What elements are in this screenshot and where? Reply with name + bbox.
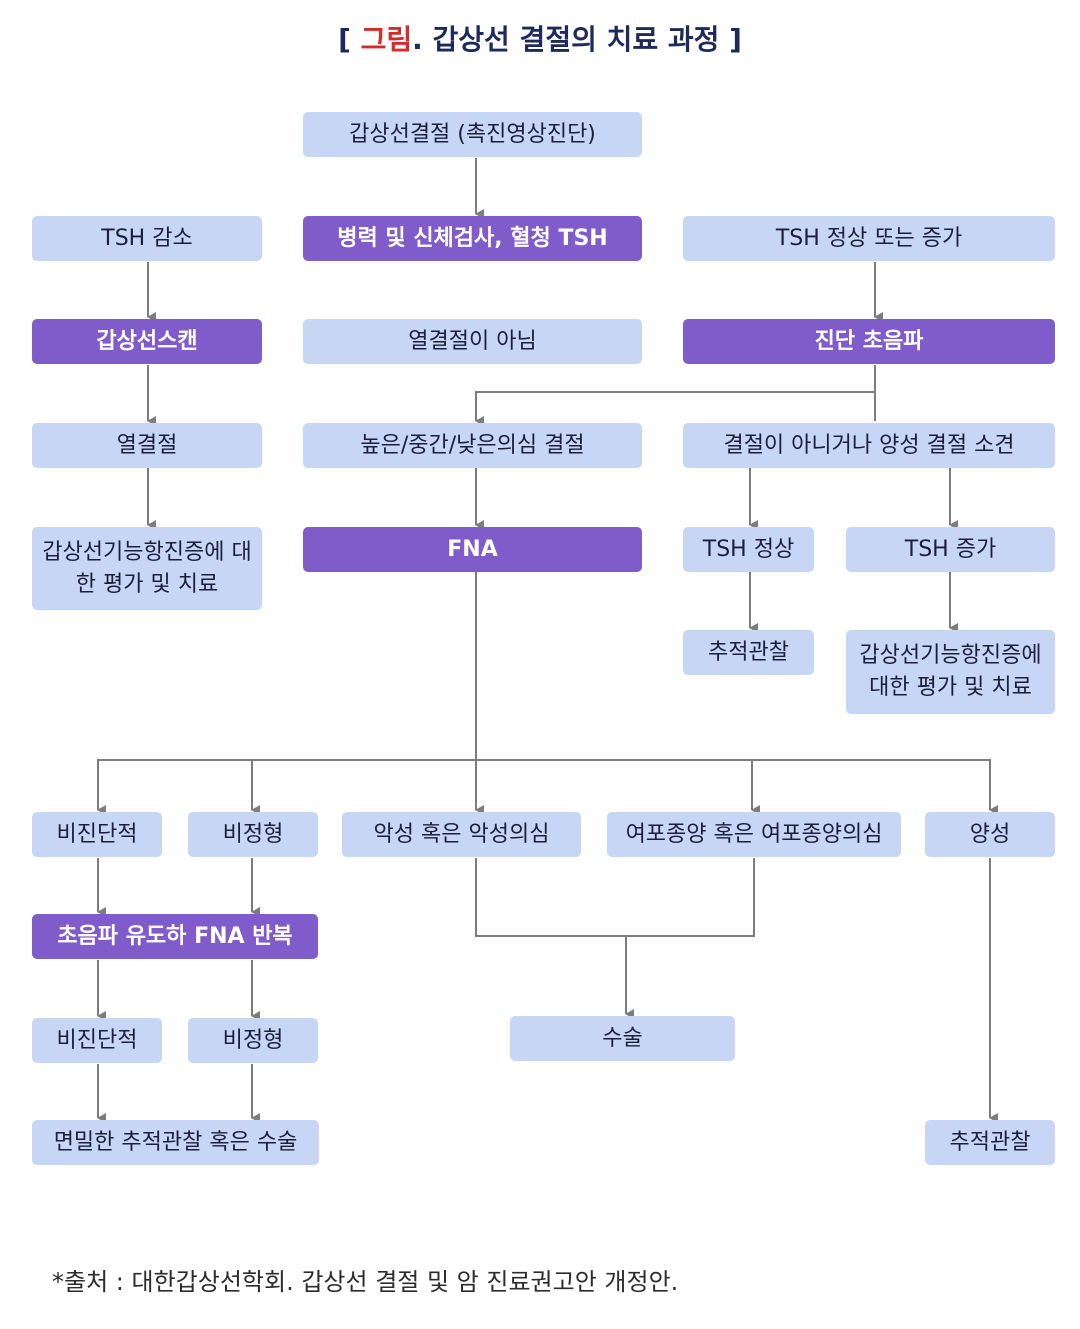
node-tsh-normal-high: TSH 정상 또는 증가 (683, 216, 1055, 261)
node-hot-nodule: 열결절 (32, 423, 262, 468)
node-malignant: 악성 혹은 악성의심 (342, 812, 581, 857)
node-tsh-low: TSH 감소 (32, 216, 262, 261)
node-history-tsh: 병력 및 신체검사, 혈청 TSH (303, 216, 642, 261)
node-surgery: 수술 (510, 1016, 735, 1061)
figure-title: [ 그림. 갑상선 결절의 치료 과정 ] (338, 23, 742, 56)
node-close-follow-up: 면밀한 추적관찰 혹은 수술 (32, 1120, 319, 1165)
node-hyper-eval-1: 갑상선기능항진증에 대한 평가 및 치료 (32, 527, 262, 610)
node-atypical-2: 비정형 (188, 1018, 318, 1063)
node-suspicion: 높은/중간/낮은의심 결절 (303, 423, 642, 468)
node-ultrasound: 진단 초음파 (683, 319, 1055, 364)
node-nondiag-1: 비진단적 (32, 812, 162, 857)
node-nodule-exam: 갑상선결절 (촉진영상진단) (303, 112, 642, 157)
node-atypical-1: 비정형 (188, 812, 318, 857)
node-not-hot: 열결절이 아님 (303, 319, 642, 364)
node-follow-up-2: 추적관찰 (925, 1120, 1055, 1165)
node-hyper-eval-2: 갑상선기능항진증에 대한 평가 및 치료 (846, 630, 1055, 714)
node-tsh-normal: TSH 정상 (683, 527, 814, 572)
node-thyroid-scan: 갑상선스캔 (32, 319, 262, 364)
node-repeat-fna: 초음파 유도하 FNA 반복 (32, 914, 318, 959)
node-follicular: 여포종양 혹은 여포종양의심 (607, 812, 901, 857)
node-benign-finding: 결절이 아니거나 양성 결절 소견 (683, 423, 1055, 468)
title-highlight: 그림 (360, 23, 413, 56)
node-fna: FNA (303, 527, 642, 572)
node-nondiag-2: 비진단적 (32, 1018, 162, 1063)
node-tsh-high: TSH 증가 (846, 527, 1055, 572)
node-follow-up-1: 추적관찰 (683, 630, 814, 675)
node-benign: 양성 (925, 812, 1055, 857)
source-note: *출처 : 대한갑상선학회. 갑상선 결절 및 암 진료권고안 개정안. (52, 1268, 679, 1296)
